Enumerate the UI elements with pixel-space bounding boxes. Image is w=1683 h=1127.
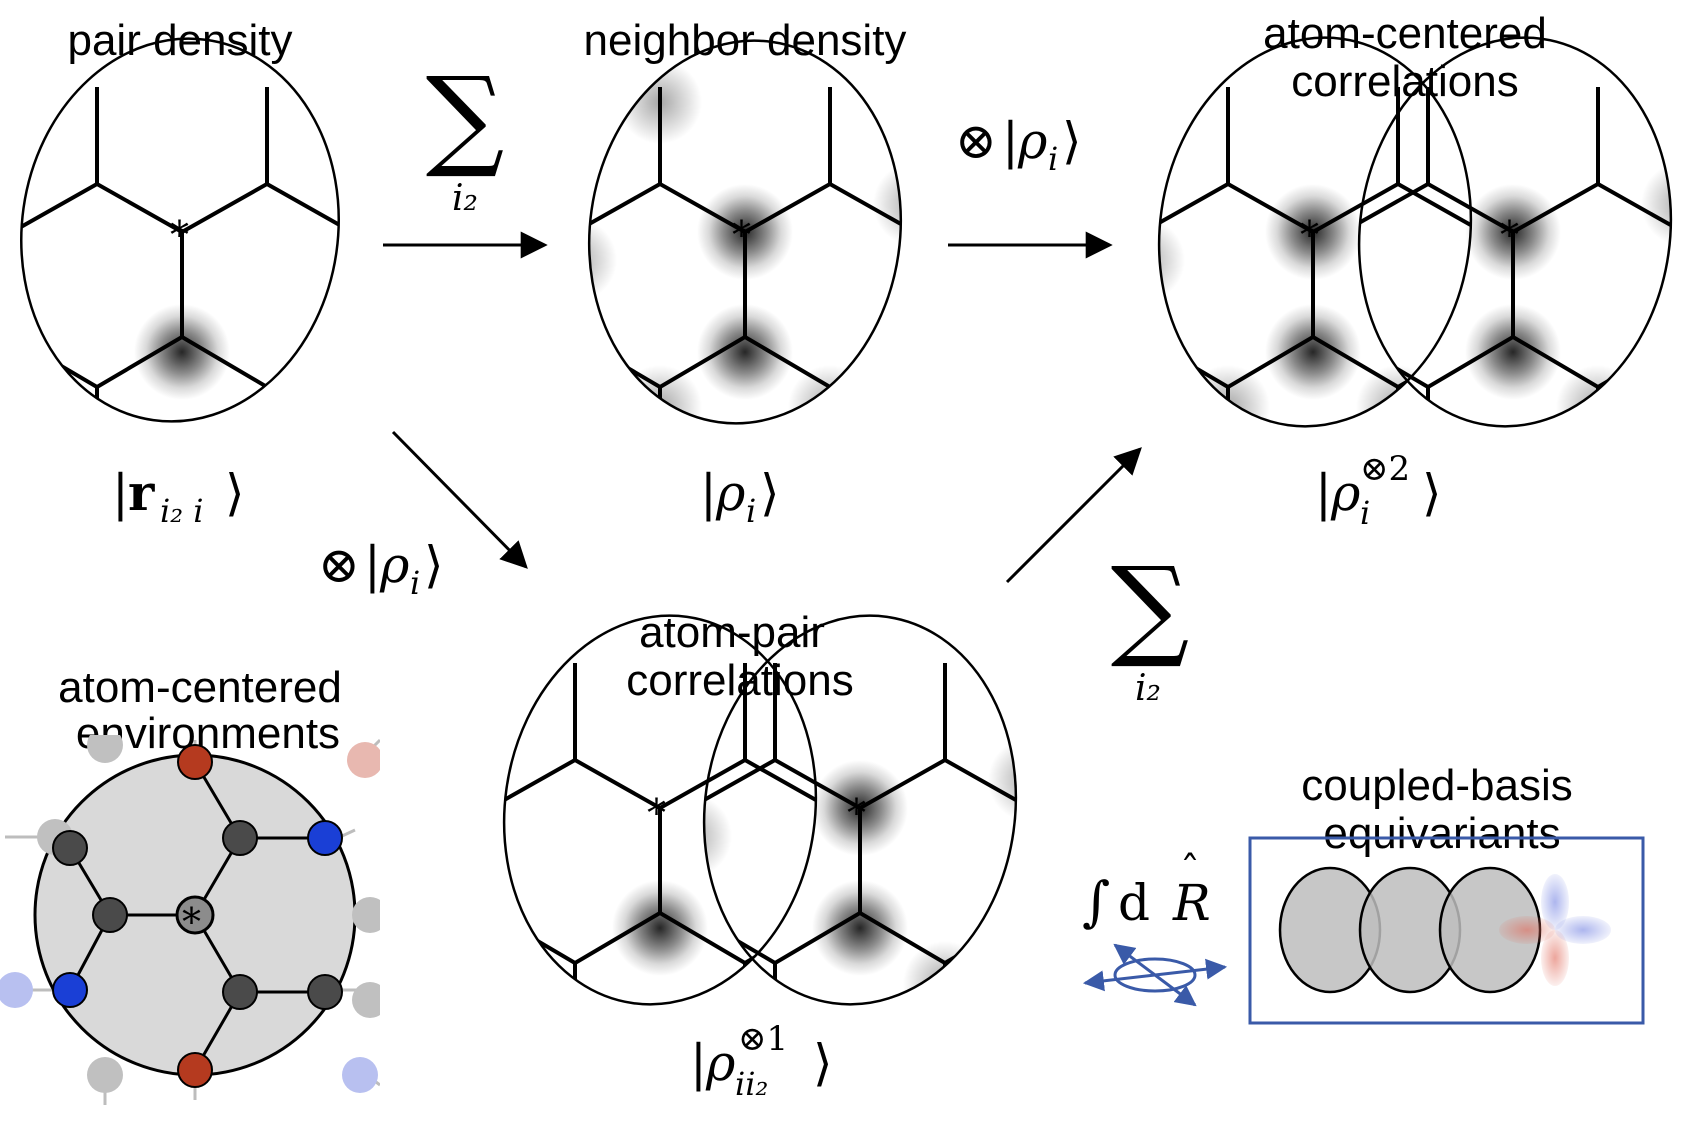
center-atom-marker: * bbox=[182, 900, 201, 944]
orbital-lobes-icon bbox=[1499, 874, 1611, 986]
svg-text:r: r bbox=[128, 463, 155, 522]
coupled-basis-equivariants-title-2: equivariants bbox=[1323, 809, 1560, 858]
svg-text:∫: ∫ bbox=[1082, 870, 1110, 933]
atom-centered-correlations-title-1: atom-centered bbox=[1263, 9, 1547, 58]
atom-pair-correlations-panel: * * atom-pair correlations | ρ ii₂ ⊗1 ⟩ bbox=[479, 608, 1041, 1103]
svg-text:|: | bbox=[364, 536, 381, 594]
center-atom-marker: * bbox=[1300, 213, 1319, 257]
neighbor-density-panel: * neighbor density | ρ i ⟩ bbox=[564, 16, 926, 530]
svg-text:⟩: ⟩ bbox=[424, 536, 444, 594]
svg-text:i: i bbox=[1360, 494, 1370, 532]
svg-text:|: | bbox=[112, 464, 129, 522]
atom-pair-correlations-title-1: atom-pair bbox=[639, 608, 825, 657]
svg-text:i: i bbox=[410, 564, 420, 602]
atom-centered-environments-title-1: atom-centered bbox=[58, 663, 342, 712]
svg-text:i₂: i₂ bbox=[1135, 668, 1161, 709]
center-atom-marker: * bbox=[847, 791, 866, 835]
ket-rho-2-label: | ρ i ⊗2 ⟩ bbox=[1315, 449, 1442, 532]
center-atom-marker: * bbox=[732, 213, 751, 257]
ket-rho-pair-label: | ρ ii₂ ⊗1 ⟩ bbox=[690, 1019, 833, 1103]
rotation-integral-label: ∫ d R ˆ bbox=[1082, 849, 1211, 933]
svg-text:⟩: ⟩ bbox=[760, 464, 780, 522]
equivariants-box bbox=[1248, 836, 1645, 1025]
sum-arrow-diagonal: ∑ i₂ bbox=[1005, 447, 1190, 709]
svg-text:d: d bbox=[1118, 874, 1150, 932]
ket-rho-label: | ρ i ⟩ bbox=[700, 464, 780, 530]
svg-text:⟩: ⟩ bbox=[813, 1034, 833, 1092]
svg-text:i: i bbox=[1048, 140, 1058, 178]
svg-text:ˆ: ˆ bbox=[1180, 849, 1200, 895]
svg-text:i₂ i: i₂ i bbox=[160, 492, 203, 530]
svg-text:i: i bbox=[746, 492, 756, 530]
svg-text:ρ: ρ bbox=[1017, 112, 1048, 170]
neighbor-atom-blue bbox=[52, 972, 88, 1008]
neighbor-atom-red bbox=[177, 744, 213, 780]
svg-text:|: | bbox=[1002, 112, 1019, 170]
neighbor-atom-red bbox=[177, 1052, 213, 1088]
neighbor-atom-blue bbox=[307, 820, 343, 856]
neighbor-density-boundary bbox=[587, 39, 903, 425]
svg-text:ρ: ρ bbox=[705, 1034, 736, 1092]
rotation-arrows-icon bbox=[1082, 943, 1228, 1007]
tensor-arrow-top: ⊗ | ρ i ⟩ bbox=[948, 112, 1113, 259]
svg-text:ρ: ρ bbox=[1330, 464, 1361, 522]
otimes-symbol: ⊗ bbox=[955, 112, 997, 170]
sum-index: i₂ bbox=[452, 178, 478, 219]
svg-text:⊗2: ⊗2 bbox=[1360, 449, 1410, 489]
coupled-basis-equivariants-panel: coupled-basis equivariants ∫ d R ˆ bbox=[1082, 761, 1645, 1025]
pair-density-title: pair density bbox=[67, 16, 292, 65]
svg-text:|: | bbox=[1315, 464, 1332, 522]
svg-text:⟩: ⟩ bbox=[1422, 464, 1442, 522]
atom-centered-correlations-title-2: correlations bbox=[1291, 57, 1518, 106]
neighbor-atom bbox=[307, 974, 343, 1010]
ket-pair-label: | r i₂ i ⟩ bbox=[112, 463, 245, 530]
svg-text:ρ: ρ bbox=[715, 464, 746, 522]
neighbor-density-blob bbox=[134, 304, 230, 400]
svg-text:R: R bbox=[1172, 874, 1211, 932]
svg-text:⟩: ⟩ bbox=[225, 464, 245, 522]
neighbor-atom bbox=[222, 974, 258, 1010]
center-atom bbox=[175, 895, 215, 935]
svg-text:ρ: ρ bbox=[379, 536, 410, 594]
center-atom-marker: * bbox=[1500, 213, 1519, 257]
neighbor-atom bbox=[222, 820, 258, 856]
pair-density-panel: * pair density | r i₂ i ⟩ bbox=[0, 16, 354, 530]
sum-arrow-top: ∑ i₂ bbox=[383, 53, 548, 259]
atom-centered-environments-panel: atom-centered environments * bbox=[0, 663, 380, 1105]
svg-text:ii₂: ii₂ bbox=[735, 1065, 768, 1103]
center-atom-marker: * bbox=[647, 791, 666, 835]
svg-text:∑: ∑ bbox=[1111, 543, 1190, 671]
neighbor-atom bbox=[52, 830, 88, 866]
neighbor-density-title: neighbor density bbox=[584, 16, 907, 65]
svg-text:⊗: ⊗ bbox=[318, 536, 360, 594]
pair-density-boundary bbox=[20, 37, 340, 423]
svg-text:⟩: ⟩ bbox=[1062, 112, 1082, 170]
center-atom-marker: * bbox=[170, 213, 189, 257]
sum-symbol: ∑ bbox=[426, 53, 505, 181]
neighbor-atom bbox=[92, 897, 128, 933]
svg-text:|: | bbox=[690, 1034, 707, 1092]
atom-pair-correlations-title-2: correlations bbox=[626, 656, 853, 705]
svg-text:|: | bbox=[700, 464, 717, 522]
coupled-basis-equivariants-title-1: coupled-basis bbox=[1301, 761, 1573, 810]
tensor-arrow-diagonal: ⊗ | ρ i ⟩ bbox=[318, 430, 528, 602]
atom-centered-correlations-panel: * * atom-centered correlations | ρ i ⊗2 … bbox=[1134, 9, 1683, 532]
svg-text:⊗1: ⊗1 bbox=[738, 1019, 788, 1059]
